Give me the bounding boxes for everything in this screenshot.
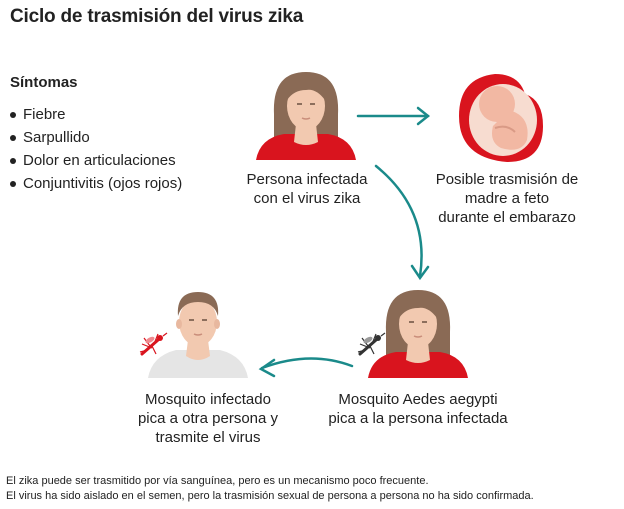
shirt (368, 352, 468, 378)
symptoms-panel: Síntomas Fiebre Sarpullido Dolor en arti… (10, 74, 220, 197)
neck (186, 340, 210, 360)
infected-mosquito-icon (138, 332, 168, 358)
fetus-figure (455, 70, 547, 166)
symptoms-heading: Síntomas (10, 74, 78, 91)
symptom-item: Fiebre (10, 105, 220, 125)
footnotes: El zika puede ser trasmitido por vía san… (6, 474, 534, 504)
symptom-item: Conjuntivitis (ojos rojos) (10, 174, 220, 194)
caption-infected-person: Persona infectada con el virus zika (246, 171, 368, 207)
woman-hair-front (287, 80, 325, 100)
page-title: Ciclo de trasmisión del virus zika (10, 6, 304, 27)
symptom-item: Dolor en articulaciones (10, 151, 220, 171)
woman-hair-front (399, 298, 437, 318)
neck (294, 124, 318, 145)
footnote: El zika puede ser trasmitido por vía san… (6, 475, 429, 487)
arrow-to-other-person (258, 357, 354, 378)
symptom-item: Sarpullido (10, 128, 220, 148)
bitten-woman-figure (366, 286, 470, 378)
neck (406, 342, 430, 363)
man-figure (146, 286, 250, 378)
shirt (148, 350, 248, 378)
infected-woman-figure (254, 68, 358, 160)
man-hair (177, 292, 219, 316)
arrow-to-fetus (356, 106, 431, 126)
shirt (256, 134, 356, 160)
face (287, 82, 325, 130)
caption-mosquito-bites-other: Mosquito infectado pica a otra persona y… (137, 391, 279, 446)
symptoms-list: Fiebre Sarpullido Dolor en articulacione… (10, 105, 220, 194)
face (399, 300, 437, 348)
fetus-body-icon (492, 110, 528, 150)
caption-mosquito-bites-infected: Mosquito Aedes aegypti pica a la persona… (328, 391, 508, 427)
caption-fetus: Posible trasmisión de madre a feto duran… (435, 171, 579, 226)
mosquito-icon (356, 332, 386, 358)
face (179, 298, 217, 346)
footnote: El virus ha sido aislado en el semen, pe… (6, 490, 534, 502)
